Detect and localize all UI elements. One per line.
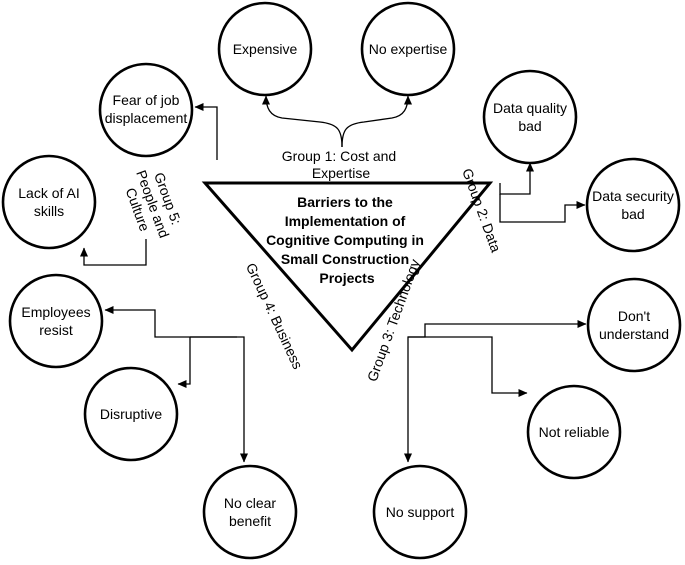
svg-text:No support: No support — [386, 504, 455, 520]
connector-expensive — [262, 95, 343, 148]
group-5-label: Group 5: People and Culture — [123, 168, 185, 240]
node-data-security-bad: Data security bad — [585, 157, 681, 253]
node-data-quality-bad: Data quality bad — [482, 69, 578, 165]
node-employees-resist: Employees resist — [8, 273, 104, 369]
connector-data-security — [499, 194, 586, 223]
svg-text:understand: understand — [599, 326, 669, 342]
connector-no-support — [404, 336, 425, 463]
group-1-label: Group 1: Cost and Expertise — [282, 148, 400, 181]
node-dont-understand: Don't understand — [586, 277, 682, 373]
svg-text:Data security: Data security — [592, 188, 674, 204]
connector-no-expertise — [341, 95, 412, 148]
node-no-support: No support — [372, 464, 468, 560]
svg-text:bad: bad — [518, 118, 541, 134]
svg-text:resist: resist — [39, 322, 73, 338]
svg-text:Don't: Don't — [618, 308, 650, 324]
connector-employees-resist — [104, 306, 237, 338]
connector-not-reliable — [425, 336, 528, 397]
connector-dont-understand — [408, 320, 587, 338]
center-triangle — [201, 181, 494, 353]
svg-text:displacement: displacement — [105, 110, 188, 126]
svg-text:No expertise: No expertise — [369, 41, 448, 57]
svg-text:Not reliable: Not reliable — [539, 424, 610, 440]
node-fear-of-job-displacement: Fear of job displacement — [98, 62, 194, 158]
svg-text:bad: bad — [621, 206, 644, 222]
connector-no-clear-benefit — [190, 336, 248, 463]
node-lack-of-ai-skills: Lack of AI skills — [1, 154, 97, 250]
svg-text:Data quality: Data quality — [493, 100, 567, 116]
node-not-reliable: Not reliable — [526, 384, 622, 480]
svg-text:Expensive: Expensive — [233, 41, 298, 57]
node-disruptive: Disruptive — [83, 366, 179, 462]
svg-text:benefit: benefit — [229, 513, 271, 529]
svg-text:Fear of job: Fear of job — [113, 92, 180, 108]
node-expensive: Expensive — [217, 1, 313, 97]
connector-fear-job — [194, 103, 218, 160]
connector-lack-ai — [80, 239, 147, 266]
node-no-expertise: No expertise — [360, 1, 456, 97]
connector-data-quality — [499, 162, 534, 195]
connector-disruptive — [177, 337, 191, 388]
node-no-clear-benefit: No clear benefit — [202, 464, 298, 560]
svg-text:No clear: No clear — [224, 495, 276, 511]
svg-text:skills: skills — [34, 203, 64, 219]
svg-text:Lack of AI: Lack of AI — [18, 185, 79, 201]
svg-text:Disruptive: Disruptive — [100, 406, 162, 422]
svg-text:Employees: Employees — [21, 304, 90, 320]
center-title: Barriers to the Implementation of Cognit… — [266, 194, 428, 286]
